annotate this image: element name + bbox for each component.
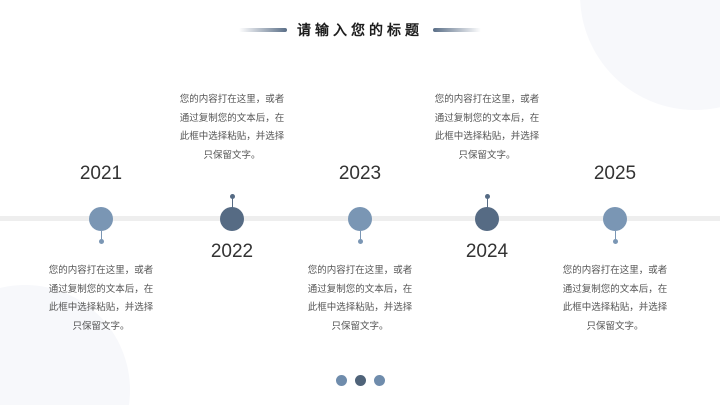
title-decor-line-left bbox=[239, 28, 287, 32]
timeline-node bbox=[220, 207, 244, 231]
description-text: 您的内容打在这里，或者 通过复制您的文本后，在 此框中选择粘贴，并选择 只保留文… bbox=[562, 265, 668, 332]
year-label: 2022 bbox=[210, 241, 254, 262]
stem-dot bbox=[230, 194, 235, 199]
year-label: 2025 bbox=[593, 163, 637, 184]
year-label: 2024 bbox=[465, 241, 509, 262]
description-text: 您的内容打在这里，或者 通过复制您的文本后，在 此框中选择粘贴，并选择 只保留文… bbox=[179, 94, 285, 161]
stem-dot bbox=[485, 194, 490, 199]
timeline-node bbox=[348, 207, 372, 231]
stem-dot bbox=[613, 239, 618, 244]
pager-dot-2[interactable] bbox=[354, 375, 366, 386]
node-stem bbox=[231, 198, 233, 208]
year-label: 2021 bbox=[79, 163, 123, 184]
node-stem bbox=[614, 231, 616, 241]
year-label: 2023 bbox=[338, 163, 382, 184]
decorative-circle-top-right bbox=[580, 0, 720, 110]
node-stem bbox=[100, 231, 102, 241]
description-text: 您的内容打在这里，或者 通过复制您的文本后，在 此框中选择粘贴，并选择 只保留文… bbox=[307, 265, 413, 332]
timeline-node bbox=[475, 207, 499, 231]
title-decor-line-right bbox=[433, 28, 481, 32]
timeline-node bbox=[89, 207, 113, 231]
description-text: 您的内容打在这里，或者 通过复制您的文本后，在 此框中选择粘贴，并选择 只保留文… bbox=[48, 265, 154, 332]
description-text: 您的内容打在这里，或者 通过复制您的文本后，在 此框中选择粘贴，并选择 只保留文… bbox=[434, 94, 540, 161]
page-title: 请输入您的标题 bbox=[297, 23, 423, 39]
node-stem bbox=[486, 198, 488, 208]
timeline-node bbox=[603, 207, 627, 231]
stem-dot bbox=[358, 239, 363, 244]
title-bar: 请输入您的标题 bbox=[0, 18, 720, 42]
node-stem bbox=[359, 231, 361, 241]
pager-dot-1[interactable] bbox=[335, 375, 347, 386]
pager-dot-3[interactable] bbox=[373, 375, 385, 386]
page-indicator bbox=[0, 375, 720, 386]
stem-dot bbox=[99, 239, 104, 244]
